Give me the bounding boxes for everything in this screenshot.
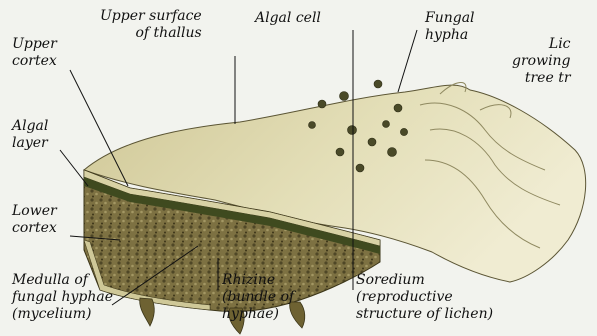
label-algal-layer: Algal layer — [12, 118, 48, 152]
label-upper-surface-of-thallus: Upper surface of thallus — [100, 8, 202, 42]
label-medulla-of-fungal-hyphae: Medulla of fungal hyphae (mycelium) — [12, 272, 113, 323]
label-lichen-growing-on-tree-trunk: Lic growing tree tr — [512, 36, 571, 87]
label-soredium: Soredium (reproductive structure of lich… — [356, 272, 493, 323]
label-lower-cortex: Lower cortex — [12, 203, 57, 237]
label-algal-cell: Algal cell — [255, 10, 321, 27]
label-upper-cortex: Upper cortex — [12, 36, 57, 70]
label-rhizine: Rhizine (bundle of hyphae) — [222, 272, 294, 323]
label-fungal-hypha: Fungal hypha — [425, 10, 475, 44]
